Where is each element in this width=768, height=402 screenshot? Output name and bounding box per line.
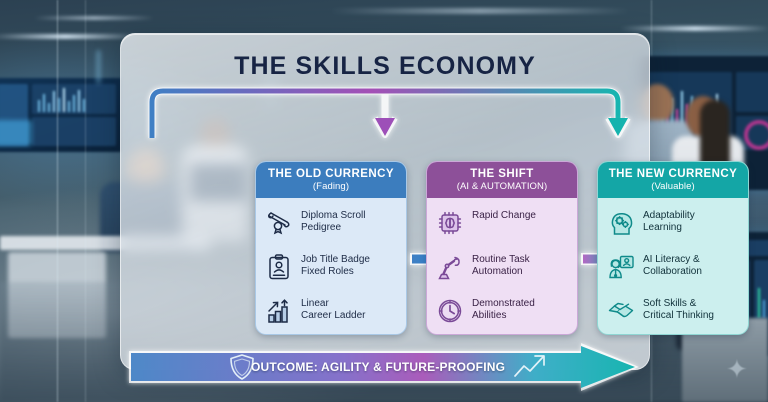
robot-arm-icon	[435, 252, 465, 282]
label-line-2: Pedigree	[301, 221, 342, 233]
panel-the-shift[interactable]: THE SHIFT (AI & AUTOMATION)	[426, 161, 578, 335]
label-line-2: Career Ladder	[301, 309, 366, 321]
head-gears-icon	[606, 208, 636, 238]
panel-header: THE NEW CURRENCY (Valuable)	[598, 162, 748, 198]
handshake-icon	[606, 296, 636, 326]
label-line-1: Diploma Scroll	[301, 210, 366, 221]
panel-new-currency[interactable]: THE NEW CURRENCY (Valuable)	[597, 161, 749, 335]
list-item-label: AI Literacy & Collaboration	[643, 251, 702, 278]
label-line-2: Learning	[643, 221, 682, 233]
glass-seam	[84, 0, 87, 402]
label-line-1: AI Literacy &	[643, 254, 700, 265]
label-line-2: Automation	[472, 265, 523, 277]
ceiling-light	[620, 26, 768, 31]
label-line-2: Critical Thinking	[643, 309, 714, 321]
panel-subtitle: (AI & AUTOMATION)	[456, 180, 548, 192]
bar-chart-growth-icon	[264, 296, 294, 326]
panel-old-currency[interactable]: THE OLD CURRENCY (Fading)	[255, 161, 407, 335]
list-item-label: Adaptability Learning	[643, 207, 695, 234]
list-item[interactable]: Rapid Change	[435, 207, 569, 249]
sparkle-icon: ✦	[726, 354, 748, 384]
label-line-1: Routine Task	[472, 254, 530, 265]
list-item[interactable]: AI Literacy & Collaboration	[606, 251, 740, 293]
panel-header: THE SHIFT (AI & AUTOMATION)	[427, 162, 577, 198]
list-item-label: Demonstrated Abilities	[472, 295, 535, 322]
label-line-1: Adaptability	[643, 210, 695, 221]
panel-item-list: Diploma Scroll Pedigree	[256, 198, 406, 334]
label-line-2: Collaboration	[643, 265, 702, 277]
label-line-1: Job Title Badge	[301, 254, 370, 265]
label-line-1: Soft Skills &	[643, 298, 697, 309]
monitor-glow	[0, 120, 32, 146]
list-item-label: Rapid Change	[472, 207, 536, 222]
branching-connector	[139, 86, 631, 142]
panel-title: THE SHIFT	[470, 167, 534, 180]
list-item[interactable]: Soft Skills & Critical Thinking	[606, 295, 740, 334]
trending-up-icon	[514, 355, 545, 377]
panel-title: THE OLD CURRENCY	[267, 167, 395, 180]
panel-item-list: Rapid Change	[427, 198, 577, 334]
panel-subtitle: (Fading)	[312, 180, 350, 192]
clock-icon	[435, 296, 465, 326]
label-line-1: Rapid Change	[472, 210, 536, 221]
list-item[interactable]: Diploma Scroll Pedigree	[264, 207, 398, 249]
panel-title: THE NEW CURRENCY	[608, 167, 738, 180]
rack-light	[96, 50, 101, 84]
list-item[interactable]: Demonstrated Abilities	[435, 295, 569, 334]
ceiling-light	[34, 16, 154, 20]
infographic-card: THE SKILLS ECONOMY	[120, 33, 749, 391]
ai-chip-brain-icon	[435, 208, 465, 238]
person-screen-icon	[606, 252, 636, 282]
list-item-label: Routine Task Automation	[472, 251, 530, 278]
label-line-1: Linear	[301, 298, 329, 309]
label-line-1: Demonstrated	[472, 298, 535, 309]
list-item[interactable]: Adaptability Learning	[606, 207, 740, 249]
list-item-label: Linear Career Ladder	[301, 295, 365, 322]
outcome-banner[interactable]	[129, 343, 641, 391]
panel-header: THE OLD CURRENCY (Fading)	[256, 162, 406, 198]
list-item-label: Soft Skills & Critical Thinking	[643, 295, 714, 322]
id-badge-icon	[264, 252, 294, 282]
shield-icon	[230, 354, 254, 380]
list-item[interactable]: Job Title Badge Fixed Roles	[264, 251, 398, 293]
outcome-label: OUTCOME: AGILITY & FUTURE-PROOFING	[251, 360, 506, 374]
label-line-2: Fixed Roles	[301, 265, 354, 277]
list-item-label: Job Title Badge Fixed Roles	[301, 251, 370, 278]
ceiling-light	[0, 34, 140, 39]
list-item[interactable]: Linear Career Ladder	[264, 295, 398, 334]
list-item-label: Diploma Scroll Pedigree	[301, 207, 365, 234]
page-title: THE SKILLS ECONOMY	[234, 52, 536, 80]
panel-subtitle: (Valuable)	[651, 180, 695, 192]
diploma-scroll-icon	[264, 208, 294, 238]
panel-item-list: Adaptability Learning	[598, 198, 748, 334]
list-item[interactable]: Routine Task Automation	[435, 251, 569, 293]
glass-seam	[56, 0, 59, 402]
ceiling-light	[330, 8, 630, 14]
label-line-2: Abilities	[472, 309, 507, 321]
